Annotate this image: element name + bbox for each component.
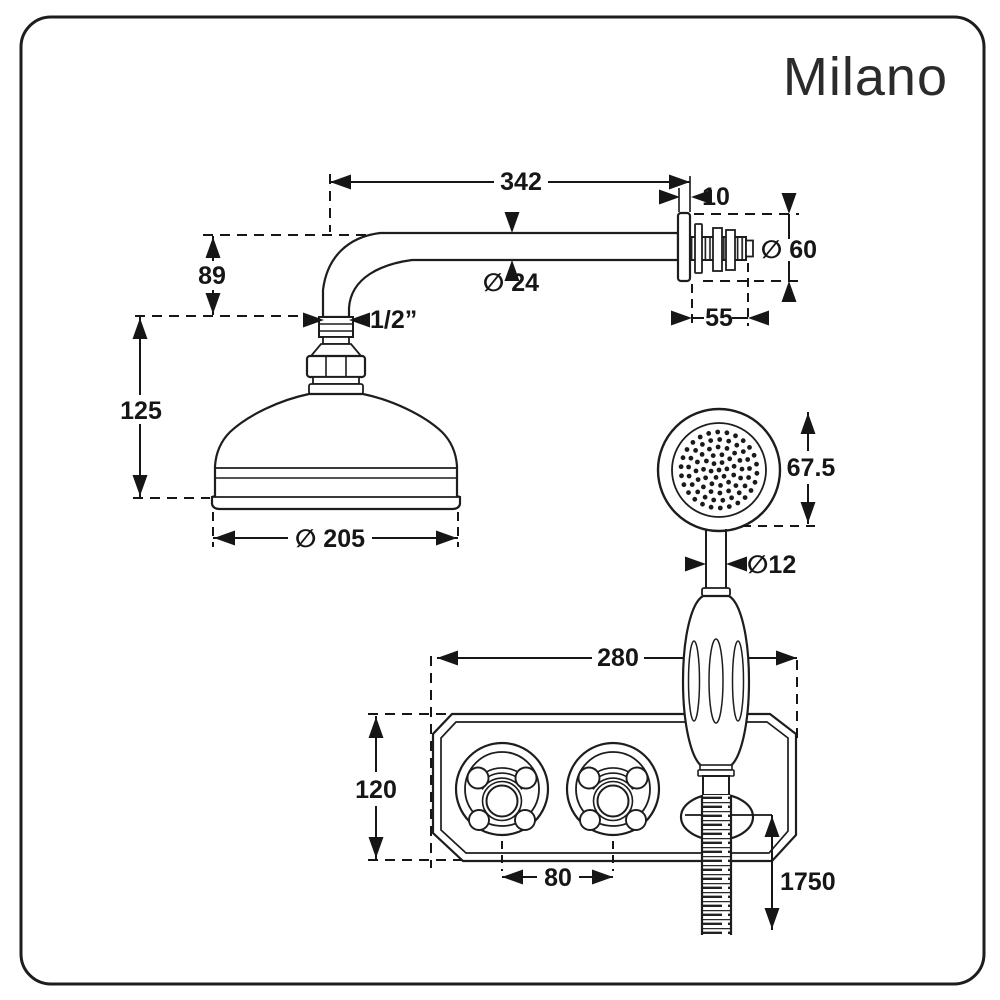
dim-head-height: 125 bbox=[120, 397, 162, 425]
shower-hose bbox=[700, 795, 733, 935]
head-nut bbox=[305, 354, 367, 379]
dim-arm-length: 342 bbox=[500, 168, 542, 196]
bell-shroud bbox=[210, 392, 462, 511]
plate-inner bbox=[440, 721, 789, 854]
brand-logo: Milano bbox=[783, 47, 948, 107]
dim-valve-plate-width: 280 bbox=[597, 644, 639, 672]
dim-valve-handle-centres: 80 bbox=[544, 864, 572, 892]
spray-holes bbox=[678, 429, 760, 511]
top-dimension-labels: 342 10 ∅ 60 ∅ 24 55 89 1/2” 125 ∅ 205 bbox=[120, 168, 817, 553]
dim-wall-stem-length: 55 bbox=[705, 304, 733, 332]
dim-handset-handle-diameter: ∅12 bbox=[747, 551, 796, 579]
dim-handset-face-height: 67.5 bbox=[787, 454, 836, 482]
handset-grip bbox=[681, 594, 751, 769]
shower-arm bbox=[321, 231, 680, 319]
dim-arm-diameter: ∅ 24 bbox=[483, 269, 539, 297]
locknut bbox=[712, 227, 723, 272]
bottom-dimension-labels: 280 120 80 1750 bbox=[355, 644, 835, 896]
dim-valve-plate-height: 120 bbox=[355, 776, 397, 804]
washer bbox=[694, 223, 703, 274]
wall-plate bbox=[676, 211, 692, 283]
dim-thread-size: 1/2” bbox=[370, 306, 417, 334]
dim-head-diameter: ∅ 205 bbox=[295, 525, 365, 553]
overhead-shower-head bbox=[210, 316, 462, 511]
dim-wall-plate-thickness: 10 bbox=[702, 183, 730, 211]
washer bbox=[725, 229, 736, 271]
dim-arm-drop: 89 bbox=[198, 262, 226, 290]
temperature-handle bbox=[454, 741, 550, 837]
wall-mount-assembly bbox=[676, 211, 754, 283]
handset bbox=[656, 407, 782, 796]
handset-dimension-labels: 67.5 ∅12 bbox=[747, 454, 835, 579]
dim-hose-length: 1750 bbox=[780, 868, 836, 896]
flow-handle bbox=[565, 741, 661, 837]
dim-wall-plate-diameter: ∅ 60 bbox=[761, 236, 817, 264]
